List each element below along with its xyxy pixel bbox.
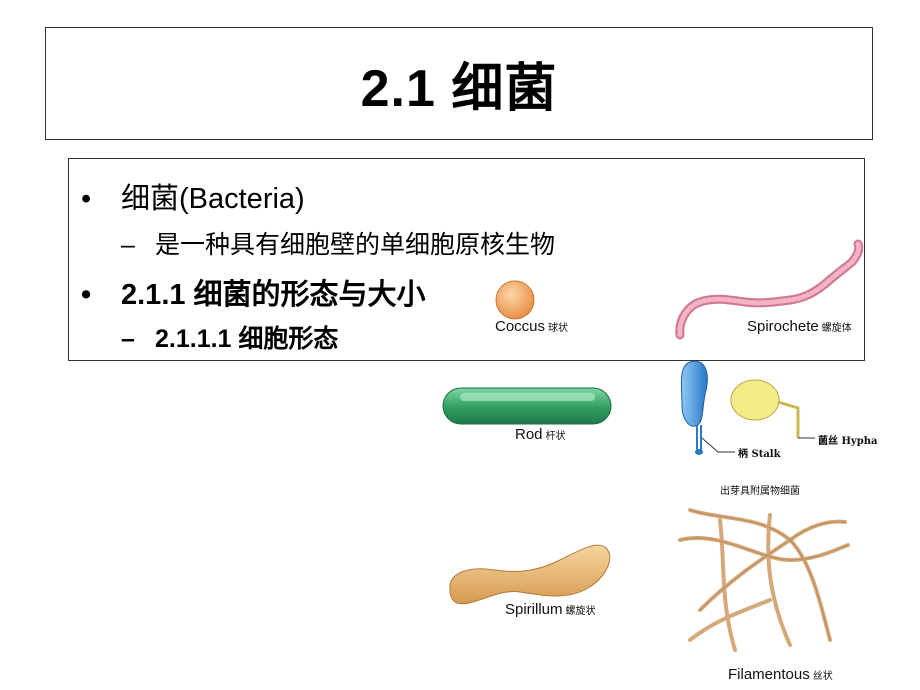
bullet-text: 细菌(Bacteria) — [121, 183, 305, 215]
hypha-label: 菌丝 Hypha — [818, 436, 878, 447]
dash-symbol: – — [121, 325, 135, 353]
stalk-holdfast — [695, 449, 703, 455]
coccus-cell — [495, 280, 535, 320]
sub-bullet-item: –2.1.1.1 细胞形态 — [121, 319, 338, 355]
sub-bullet-item: –是一种具有细胞壁的单细胞原核生物 — [121, 225, 555, 261]
bullet-text: 2.1.1 细菌的形态与大小 — [121, 279, 426, 311]
stalked-cell — [680, 360, 708, 427]
bullet-list-box: •细菌(Bacteria) –是一种具有细胞壁的单细胞原核生物 •2.1.1 细… — [68, 158, 865, 361]
stalk-pointer — [701, 437, 735, 453]
spirochete-coils — [677, 241, 862, 338]
dash-symbol: – — [121, 231, 135, 259]
bullet-item: • 细菌(Bacteria) — [81, 175, 305, 217]
stalk-label: 柄 Stalk — [738, 449, 781, 460]
sub-bullet-text: 是一种具有细胞壁的单细胞原核生物 — [155, 231, 556, 259]
hypha-cell — [730, 379, 780, 421]
slide-title: 2.1 细菌 — [360, 60, 558, 118]
spirillum-cell — [449, 544, 611, 605]
bullet-item: • 2.1.1 细菌的形态与大小 — [81, 271, 426, 313]
appendage-caption: 出芽具附属物细菌 — [720, 486, 800, 497]
hypha — [777, 400, 800, 438]
sub-bullet-text: 2.1.1.1 细胞形态 — [155, 325, 339, 353]
filamentous-outlines — [679, 509, 849, 641]
bullet-symbol: • — [81, 183, 92, 215]
filamentous-cells — [678, 508, 850, 652]
bullet-symbol: • — [81, 279, 92, 311]
rod-highlight — [460, 393, 595, 401]
slide-title-box: 2.1 细菌 — [45, 27, 873, 140]
stalk — [696, 425, 702, 450]
